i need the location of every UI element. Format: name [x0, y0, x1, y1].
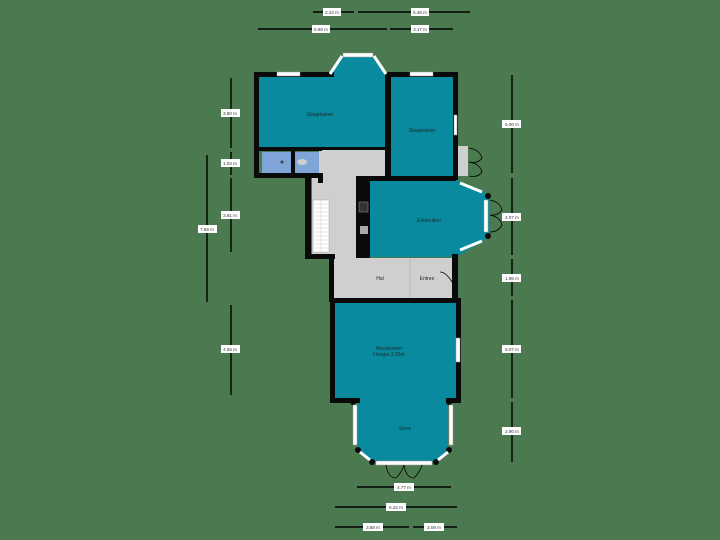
- label-hal: Hal: [376, 276, 384, 282]
- dim-right-5-00: 5.00 m: [505, 122, 519, 127]
- dim-left-4-55: 4.55 m: [223, 347, 237, 352]
- dim-top-6-68: 6.68 m: [314, 27, 328, 32]
- staircase: [312, 199, 330, 253]
- dim-top-5-46: 5.46 m: [413, 10, 427, 15]
- room-hal: [312, 150, 453, 298]
- room-slaapkamer-1: [258, 56, 386, 147]
- dim-left-7-59: 7.59 m: [200, 227, 214, 232]
- label-slaapkamer-2: Slaapkamer: [409, 128, 436, 134]
- dim-right-2-90: 2.90 m: [505, 429, 519, 434]
- label-woonkamer: Woonkamer: [376, 346, 403, 352]
- sink-icon: [360, 226, 368, 234]
- dim-bottom-6-22: 6.22 m: [389, 505, 403, 510]
- label-entree: Entree: [420, 276, 435, 282]
- bay-windows-diagonal: [328, 55, 483, 462]
- bay-corners: [350, 193, 491, 465]
- room-slaapkamer-2: [391, 76, 453, 176]
- toilet-icon: [297, 159, 307, 165]
- dim-right-5-07: 5.07 m: [505, 347, 519, 352]
- room-eetkeuken: [370, 180, 490, 257]
- dim-bottom-4-77: 4.77 m: [397, 485, 411, 490]
- room-woonkamer: [335, 302, 456, 462]
- label-slaapkamer-1: Slaapkamer: [307, 112, 334, 118]
- dimension-labels: 2.22 m 5.46 m 6.68 m 3.17 m 3.80 m 1.02 …: [198, 8, 521, 531]
- dim-left-1-02: 1.02 m: [223, 161, 237, 166]
- room-bathroom-2: [295, 152, 319, 174]
- windows: [276, 52, 489, 466]
- dim-right-1-96: 1.96 m: [505, 276, 519, 281]
- door-swings: [385, 147, 503, 479]
- dim-bottom-2-09: 2.09 m: [427, 525, 441, 530]
- drain-icon: [280, 160, 284, 164]
- dim-top-2-22: 2.22 m: [325, 10, 339, 15]
- dim-top-3-17: 3.17 m: [413, 27, 427, 32]
- dim-bottom-3-88: 3.88 m: [366, 525, 380, 530]
- label-serre: Serre: [399, 426, 411, 432]
- stove-icon: [358, 201, 369, 213]
- label-eetkeuken: Eetkeuken: [417, 218, 441, 224]
- dim-left-3-80: 3.80 m: [223, 111, 237, 116]
- room-storage: [456, 146, 468, 176]
- label-woonkamer-height: Hoogte 3.55m: [373, 352, 404, 358]
- dim-left-3-91: 3.91 m: [223, 213, 237, 218]
- dim-right-4-07: 4.07 m: [505, 215, 519, 220]
- room-bathroom-1: [262, 152, 292, 174]
